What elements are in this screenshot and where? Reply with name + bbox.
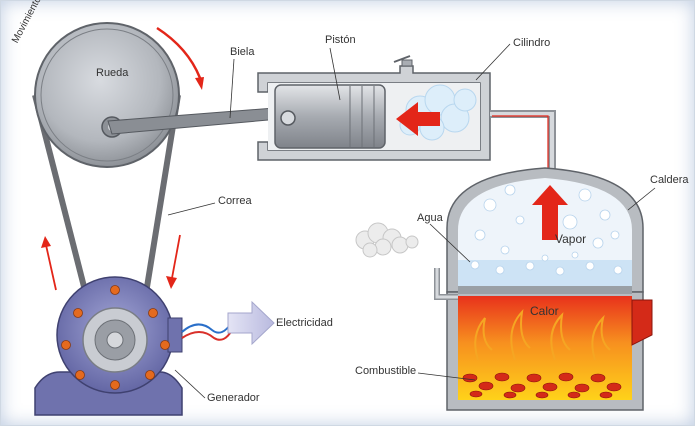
belt-arrow-right [166, 234, 181, 289]
steam-pipe [490, 110, 556, 185]
boiler-bubbles [470, 184, 623, 276]
label-piston: Pistón [325, 34, 356, 46]
leader-lines [167, 43, 656, 399]
label-combustible: Combustible [355, 365, 417, 377]
piston [274, 84, 386, 149]
flames [474, 308, 611, 361]
water-inlet-pipe [434, 268, 458, 300]
label-rueda: Rueda [96, 67, 129, 79]
label-biela: Biela [230, 46, 255, 58]
wires [181, 321, 233, 341]
label-electricidad: Electricidad [276, 317, 333, 329]
wheel [34, 22, 180, 168]
generator [34, 276, 183, 416]
label-agua: Agua [417, 212, 443, 224]
electricity-arrow [227, 300, 275, 346]
label-generador: Generador [207, 392, 260, 404]
steam-push-arrow [396, 102, 440, 136]
label-cilindro: Cilindro [513, 37, 551, 49]
label-correa: Correa [218, 195, 252, 207]
smoke-cloud [355, 222, 419, 258]
chimney-stub [631, 299, 653, 346]
belt-arrow-left [41, 236, 57, 291]
label-calor: Calor [530, 304, 559, 318]
fuel [462, 372, 622, 399]
label-caldera: Caldera [650, 174, 689, 186]
vapor-arrow [532, 185, 568, 240]
rotation-arrow [156, 26, 204, 90]
label-vapor: Vapor [555, 232, 587, 246]
